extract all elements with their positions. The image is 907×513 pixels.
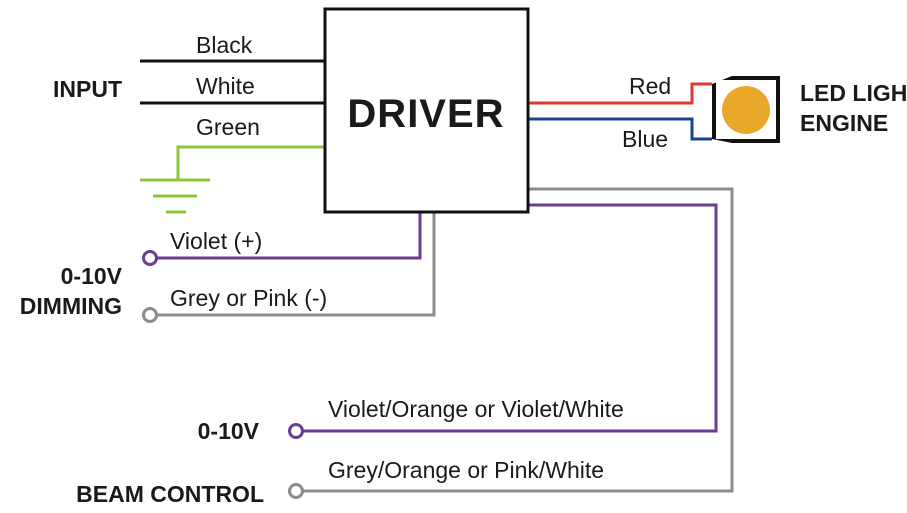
led-label-line1: LED LIGHT bbox=[800, 80, 907, 106]
input-label: INPUT bbox=[53, 76, 122, 102]
driver-label: DRIVER bbox=[347, 92, 504, 136]
led-icon bbox=[712, 76, 780, 143]
terminal-violet-dimming bbox=[142, 250, 158, 266]
black-wire-label: Black bbox=[196, 32, 253, 58]
red-wire-label: Red bbox=[629, 73, 671, 99]
green-wire-label: Green bbox=[196, 114, 260, 140]
grey-beam-label: Grey/Orange or Pink/White bbox=[328, 457, 604, 483]
terminal-grey-beam bbox=[288, 483, 304, 499]
dimming-label-line2: DIMMING bbox=[20, 293, 122, 319]
driver-box bbox=[323, 7, 530, 214]
dimming-label-line1: 0-10V bbox=[61, 263, 123, 289]
white-wire-label: White bbox=[196, 73, 255, 99]
grey-dimming-wire bbox=[150, 212, 436, 317]
beam-label-line2: BEAM CONTROL bbox=[76, 481, 264, 507]
blue-wire bbox=[528, 117, 712, 141]
blue-wire-label: Blue bbox=[622, 126, 668, 152]
green-wire bbox=[176, 145, 325, 180]
ground-icon bbox=[140, 178, 210, 214]
violet-dimming-wire bbox=[150, 212, 422, 260]
red-wire bbox=[528, 82, 712, 105]
terminal-grey-dimming bbox=[142, 307, 158, 323]
violet-beam-label: Violet/Orange or Violet/White bbox=[328, 396, 624, 422]
grey-dimming-label: Grey or Pink (-) bbox=[170, 285, 327, 311]
terminal-violet-beam bbox=[288, 423, 304, 439]
violet-dimming-label: Violet (+) bbox=[170, 228, 262, 254]
led-label-line2: ENGINE bbox=[800, 110, 888, 136]
grey-beam-wire bbox=[296, 187, 734, 493]
beam-label-line1: 0-10V bbox=[198, 418, 260, 444]
violet-beam-wire bbox=[296, 203, 718, 433]
